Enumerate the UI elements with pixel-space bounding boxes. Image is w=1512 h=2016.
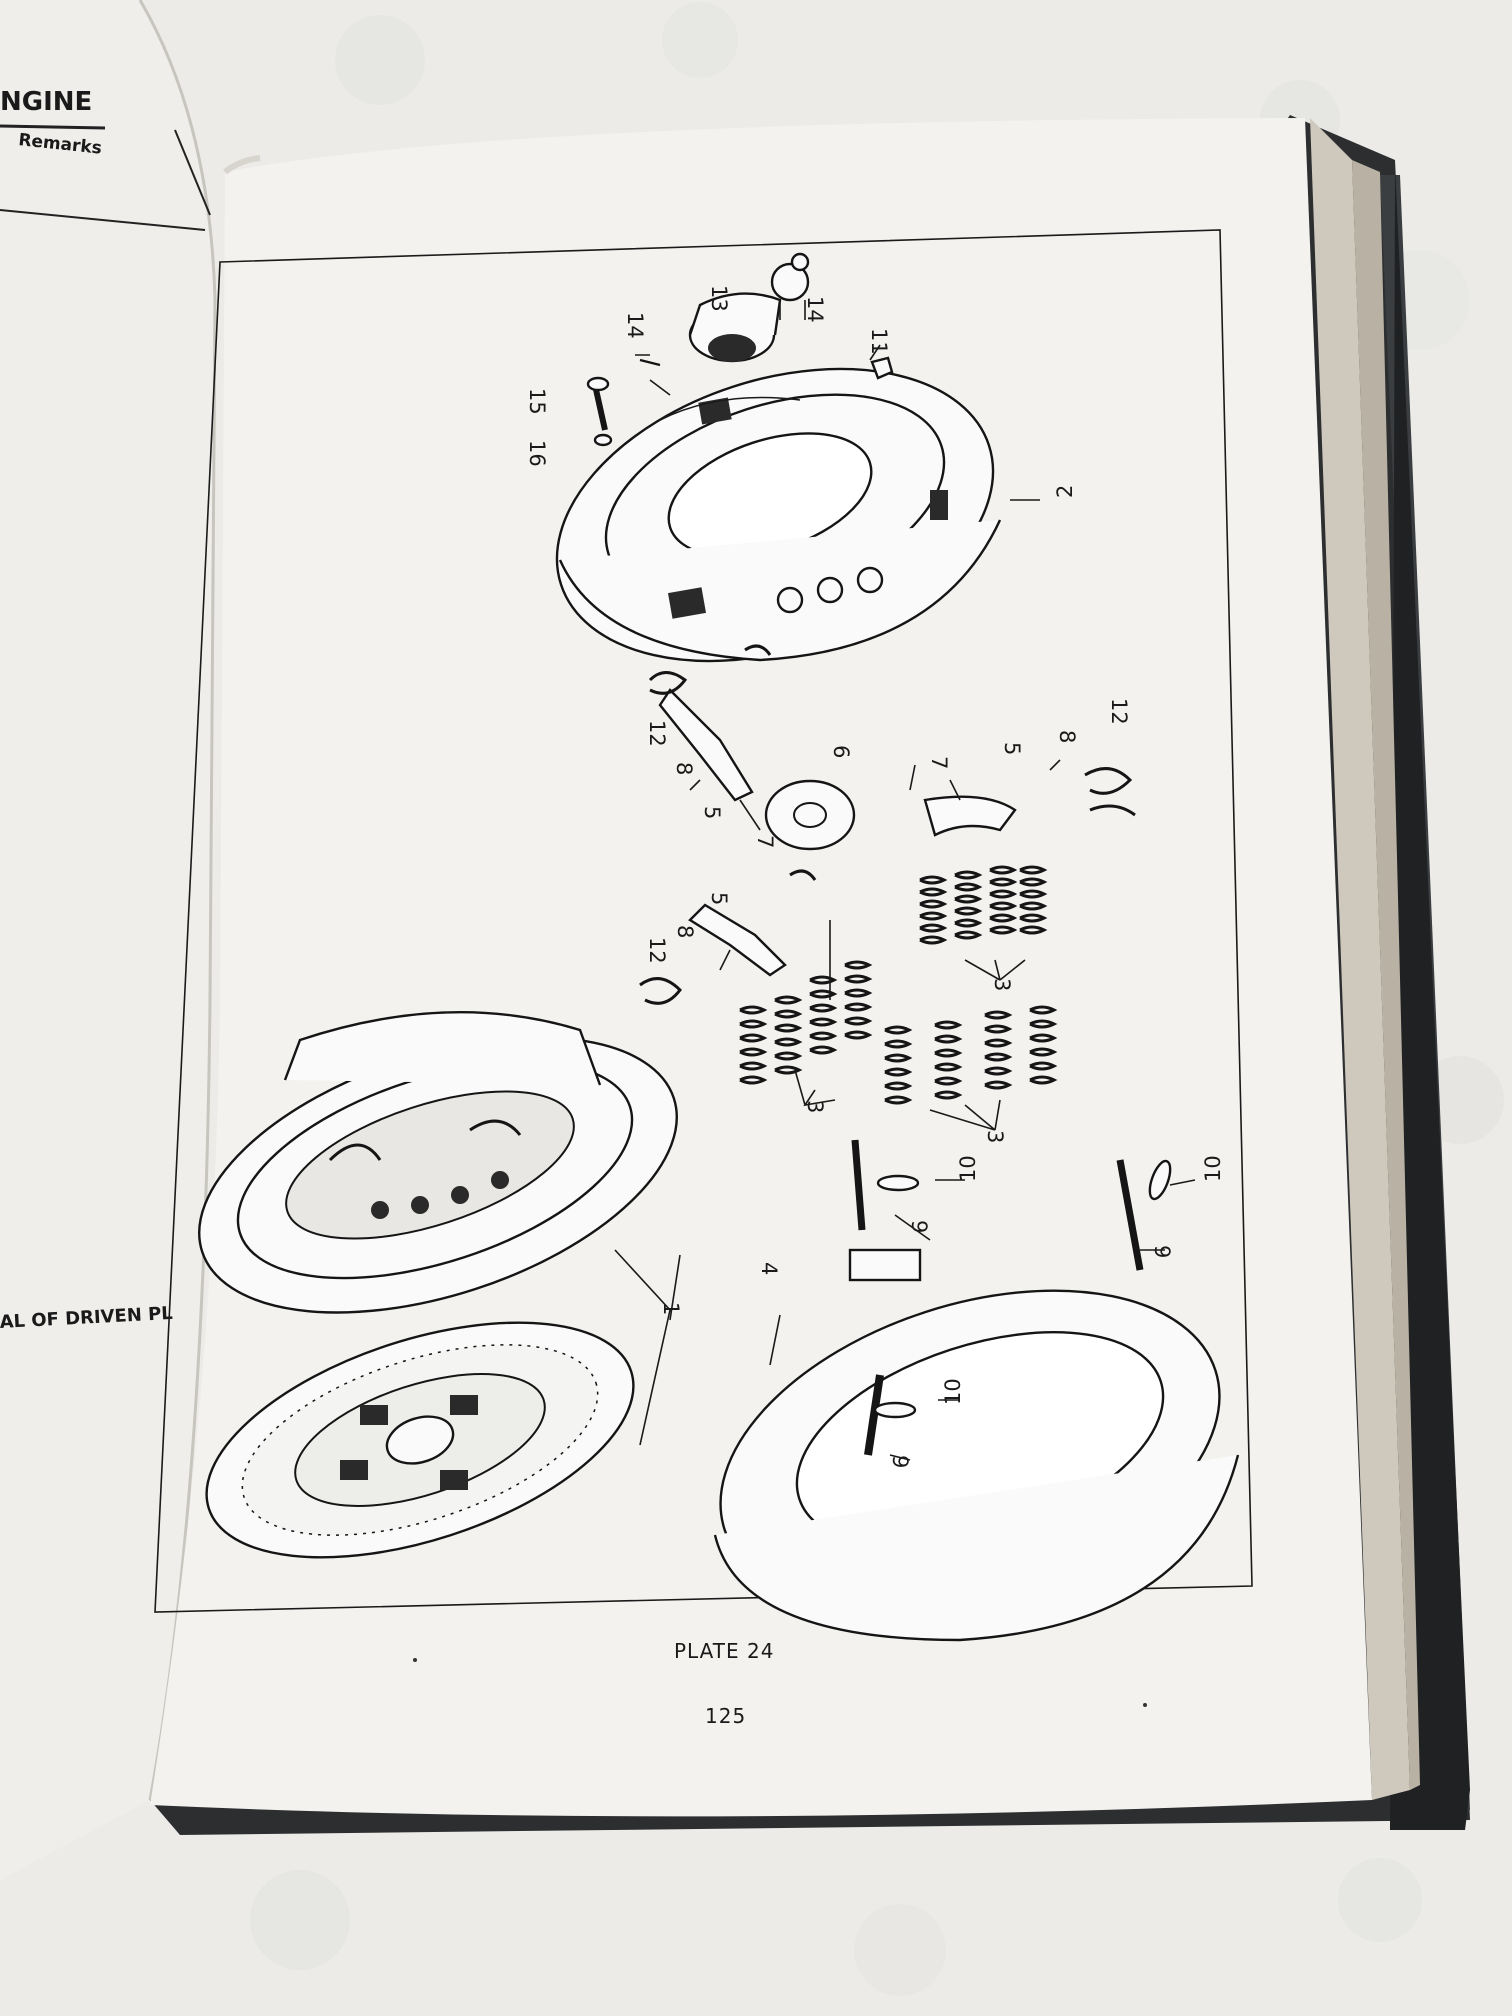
callout-3a: 3 bbox=[803, 1100, 827, 1113]
callout-9b: 9 bbox=[1150, 1245, 1174, 1258]
callout-12a: 12 bbox=[645, 720, 669, 747]
plate-caption: PLATE 24 bbox=[674, 1639, 774, 1663]
callout-10c: 10 bbox=[941, 1378, 965, 1405]
callout-8c: 8 bbox=[673, 925, 697, 938]
callout-2: 2 bbox=[1053, 485, 1077, 498]
left-page-header: NGINE bbox=[0, 87, 92, 117]
callout-1: 1 bbox=[659, 1302, 683, 1315]
callout-6: 6 bbox=[829, 745, 853, 758]
callout-5a: 5 bbox=[700, 806, 724, 819]
callout-12b: 12 bbox=[1107, 698, 1131, 725]
callout-14b: 14 bbox=[803, 296, 827, 323]
callout-10a: 10 bbox=[956, 1155, 980, 1182]
part-studs-pins bbox=[851, 1139, 1172, 1271]
callout-3c: 3 bbox=[983, 1130, 1007, 1143]
callout-16: 16 bbox=[525, 440, 549, 467]
left-page bbox=[0, 0, 217, 1880]
exploded-clutch-diagram bbox=[198, 252, 1240, 1642]
callout-5c: 5 bbox=[707, 892, 731, 905]
page-number: 125 bbox=[705, 1704, 746, 1728]
part-pressure-plate bbox=[713, 1248, 1240, 1642]
callout-8a: 8 bbox=[672, 762, 696, 775]
part-driven-plate bbox=[205, 1321, 635, 1559]
part-release-bearing bbox=[639, 252, 810, 367]
callout-4: 4 bbox=[757, 1262, 781, 1275]
callout-numbers: 2 13 14 14 11 15 16 12 8 5 6 7 7 5 8 12 … bbox=[525, 285, 1225, 1468]
callout-10b: 10 bbox=[1201, 1155, 1225, 1182]
callout-15: 15 bbox=[525, 388, 549, 415]
callout-7a: 7 bbox=[753, 835, 777, 848]
part-springs bbox=[739, 865, 1058, 1131]
callout-12c: 12 bbox=[645, 937, 669, 964]
callout-13: 13 bbox=[707, 285, 731, 312]
page-edges bbox=[1310, 118, 1420, 1800]
part-release-levers bbox=[639, 644, 1136, 1005]
callout-14a: 14 bbox=[623, 312, 647, 339]
callout-9c: 9 bbox=[888, 1455, 912, 1468]
callout-5b: 5 bbox=[1000, 742, 1024, 755]
callout-9a: 9 bbox=[907, 1220, 931, 1233]
callout-8b: 8 bbox=[1055, 730, 1079, 743]
part-cover-assembly bbox=[555, 367, 1002, 663]
callout-3b: 3 bbox=[990, 978, 1014, 991]
plate-frame bbox=[154, 229, 1253, 1613]
callout-11: 11 bbox=[867, 328, 891, 355]
callout-7b: 7 bbox=[927, 756, 951, 769]
part-clutch-assembly bbox=[198, 1011, 678, 1314]
